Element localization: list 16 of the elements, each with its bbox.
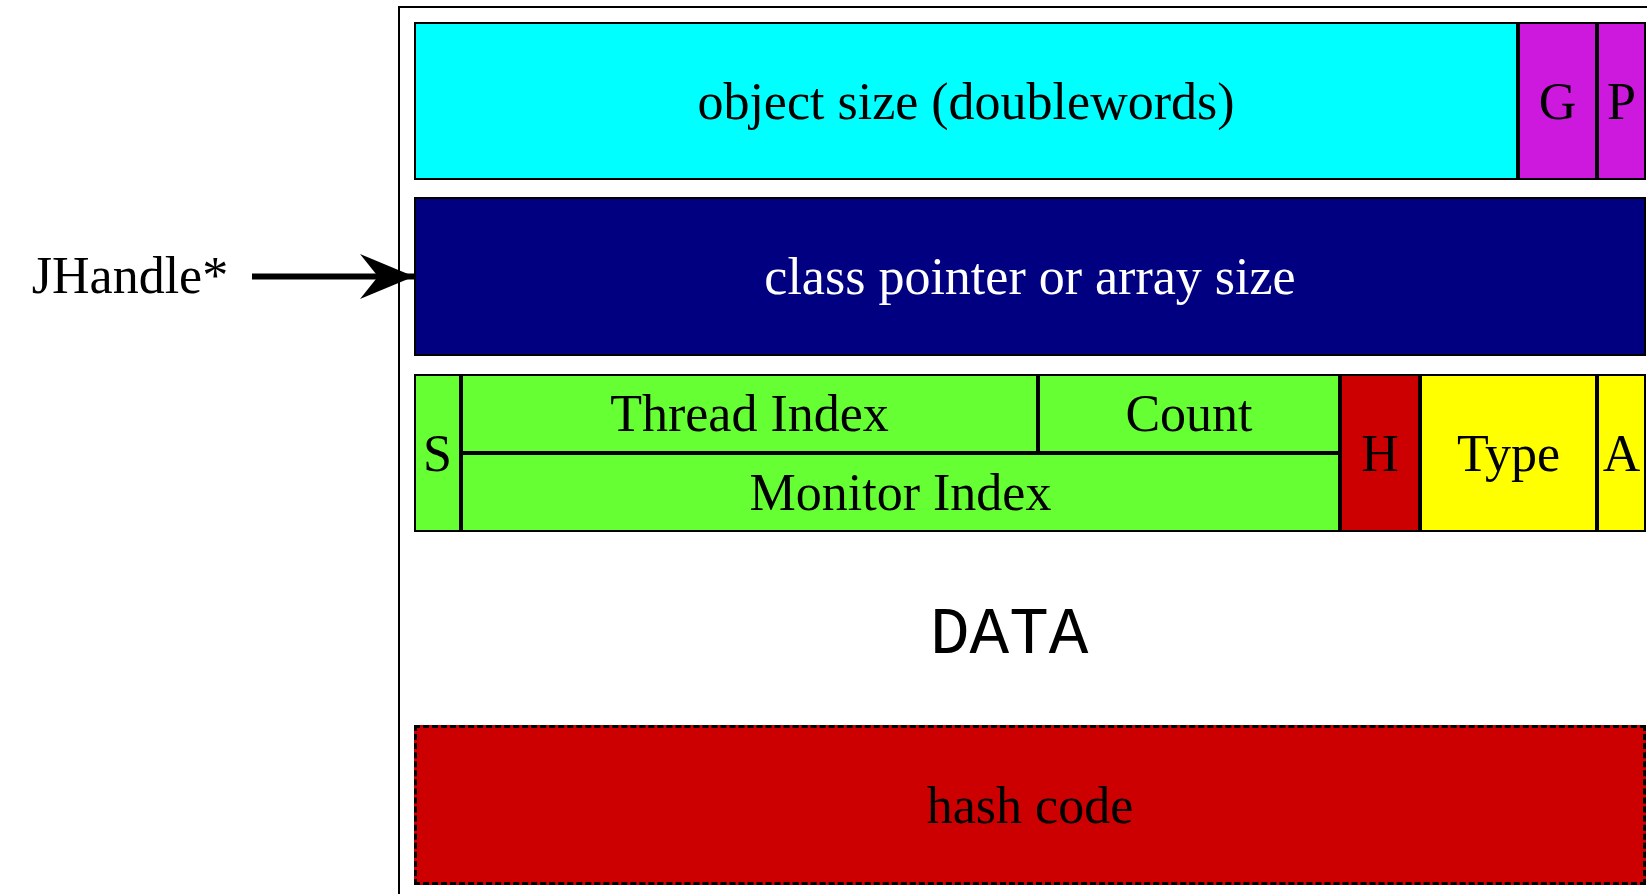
- flag-field: S: [414, 374, 461, 532]
- pointer-label: JHandle*: [8, 240, 252, 310]
- flag-field: H: [1340, 374, 1420, 532]
- layout-frame: [398, 6, 1647, 894]
- flag-field: G: [1518, 22, 1597, 180]
- field-band: Thread Index: [461, 374, 1038, 453]
- arrow: [252, 254, 414, 299]
- field-band: hash code: [414, 725, 1646, 885]
- field-band: class pointer or array size: [414, 197, 1646, 356]
- flag-field: P: [1597, 22, 1646, 180]
- flag-field: A: [1597, 374, 1646, 532]
- field-band: Count: [1038, 374, 1340, 453]
- section-label: DATA: [930, 598, 1089, 674]
- field-band: Type: [1420, 374, 1597, 532]
- field-band: object size (doublewords): [414, 22, 1518, 180]
- field-band: Monitor Index: [461, 453, 1340, 532]
